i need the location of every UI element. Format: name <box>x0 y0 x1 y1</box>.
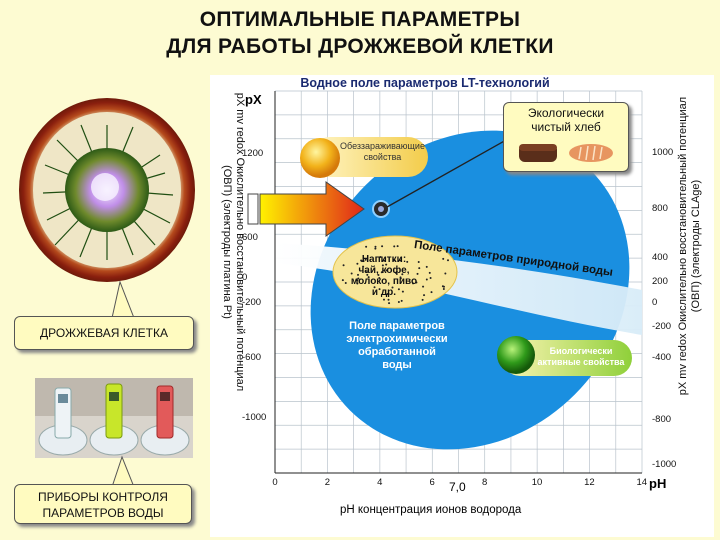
x-axis-unit-label: pH <box>649 476 667 491</box>
x-axis-tick: 2 <box>324 477 331 488</box>
water-testers-image <box>35 378 193 458</box>
ph-marker: 7,0 <box>449 480 466 494</box>
right-axis-title: pX mv redox Окислительно восстановительн… <box>677 96 702 396</box>
eco-bread-callout: Экологически чистый хлеб <box>503 102 629 172</box>
right-axis-tick: 200 <box>652 276 668 287</box>
right-axis-tick: -800 <box>652 414 672 425</box>
bread-icon <box>519 144 613 162</box>
chart-title: Водное поле параметров LT-технологий <box>300 76 550 90</box>
water-devices-label: ПРИБОРЫ КОНТРОЛЯ ПАРАМЕТРОВ ВОДЫ <box>14 484 192 524</box>
left-axis-tick: -1000 <box>242 412 267 423</box>
x-axis-tick: 0 <box>272 477 278 488</box>
right-axis-tick: 400 <box>652 252 668 263</box>
right-axis-tick: 800 <box>652 203 668 214</box>
page-title-line2: ДЛЯ РАБОТЫ ДРОЖЖЕВОЙ КЛЕТКИ <box>166 35 554 58</box>
yeast-cell-label: ДРОЖЖЕВАЯ КЛЕТКА <box>14 316 194 350</box>
yeast-callout-pointer <box>111 280 135 319</box>
optimal-arrow <box>247 181 365 237</box>
x-axis-tick: 4 <box>377 477 383 488</box>
x-axis-tick: 10 <box>531 477 543 488</box>
x-axis-title: pH концентрация ионов водорода <box>340 504 522 516</box>
right-axis-tick: -200 <box>652 321 672 332</box>
right-axis-tick: 1000 <box>652 147 674 158</box>
disinfect-label: Обеззараживающие свойства <box>340 141 425 162</box>
electro-water-label: Поле параметров электрохимически обработ… <box>346 320 448 371</box>
x-axis-tick: 12 <box>584 477 595 488</box>
right-axis-tick: -1000 <box>652 459 677 470</box>
bio-label: Биологически активные свойства <box>537 346 625 367</box>
left-axis-tick: -600 <box>242 352 262 363</box>
chart-plot <box>274 90 643 474</box>
left-axis-tick: -200 <box>242 297 262 308</box>
right-axis-tick: 0 <box>652 297 658 308</box>
x-axis-tick: 14 <box>636 477 648 488</box>
left-axis-tick: 1200 <box>242 148 264 159</box>
left-axis-tick: 0 <box>242 272 248 283</box>
disinfect-orb <box>300 138 340 178</box>
drinks-label: Напитки: чай, кофе, молоко, пиво и др. <box>350 254 418 298</box>
x-axis-tick: 8 <box>481 477 488 488</box>
y-axis-top-label: pX <box>245 92 262 107</box>
page-title-line1: ОПТИМАЛЬНЫЕ ПАРАМЕТРЫ <box>199 8 521 31</box>
left-axis-tick: 600 <box>242 232 258 243</box>
right-axis-tick: -400 <box>652 352 672 363</box>
bio-orb <box>497 336 535 374</box>
x-axis-tick: 6 <box>429 477 435 488</box>
yeast-cell-image <box>19 98 195 282</box>
drinks-field <box>332 235 458 309</box>
